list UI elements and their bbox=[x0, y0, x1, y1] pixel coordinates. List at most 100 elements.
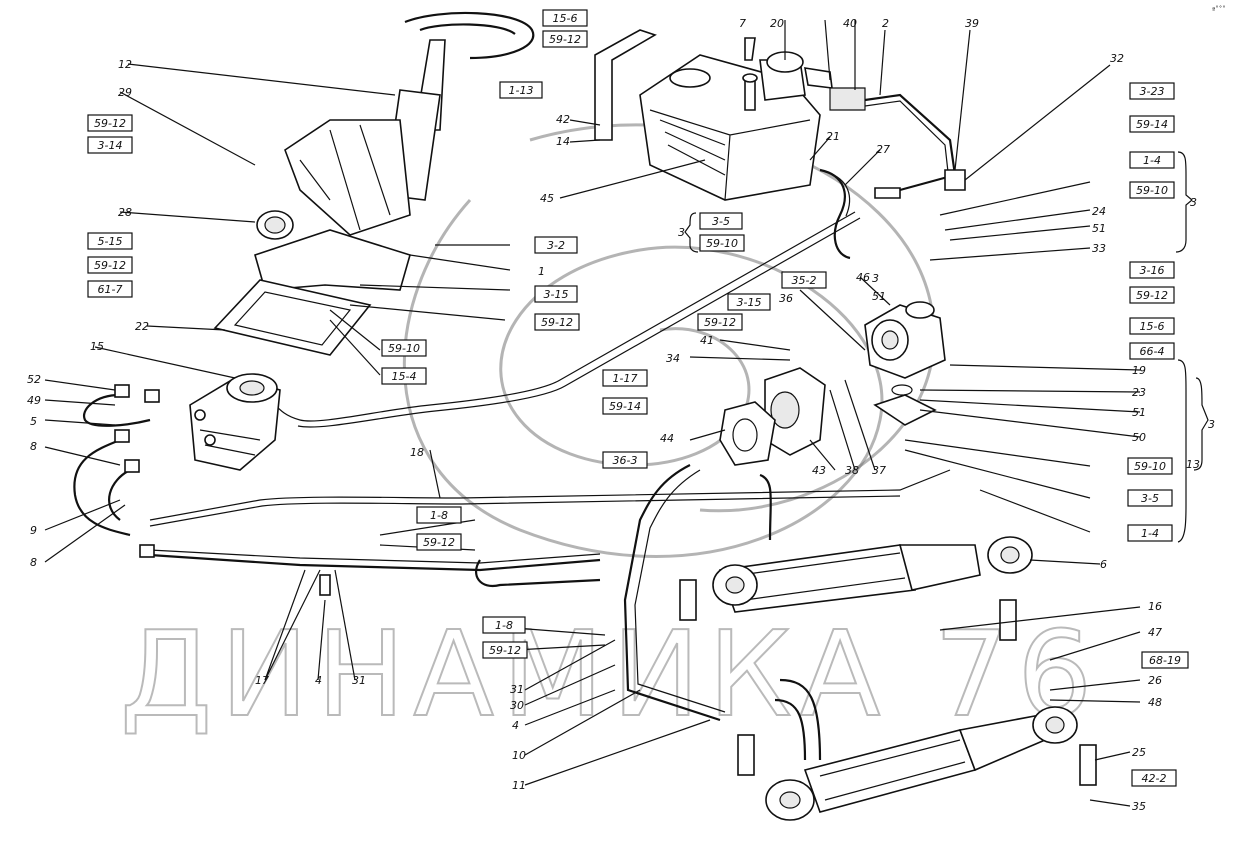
svg-text:8: 8 bbox=[30, 556, 37, 569]
ref-box-1-4-a: 1-4 bbox=[1129, 151, 1175, 169]
svg-text:18: 18 bbox=[410, 446, 424, 459]
svg-text:59-12: 59-12 bbox=[94, 117, 126, 130]
svg-text:61-7: 61-7 bbox=[98, 283, 123, 296]
svg-text:59-10: 59-10 bbox=[706, 237, 738, 250]
svg-text:3: 3 bbox=[1208, 418, 1215, 431]
svg-text:19: 19 bbox=[1132, 364, 1146, 377]
svg-text:36: 36 bbox=[779, 292, 793, 305]
svg-text:3-15: 3-15 bbox=[737, 296, 762, 309]
svg-text:1-4: 1-4 bbox=[1141, 527, 1159, 540]
svg-text:48: 48 bbox=[1148, 696, 1162, 709]
svg-text:1-13: 1-13 bbox=[509, 84, 534, 97]
ref-box-1-13: 1-13 bbox=[499, 81, 543, 99]
ref-box-59-10-b: 59-10 bbox=[699, 234, 745, 252]
ref-box-59-12-left: 59-12 bbox=[87, 114, 133, 132]
svg-text:52: 52 bbox=[27, 373, 41, 386]
fitting-4 bbox=[679, 579, 697, 621]
svg-text:51: 51 bbox=[1092, 222, 1106, 235]
svg-text:3: 3 bbox=[872, 272, 879, 285]
svg-text:7: 7 bbox=[739, 17, 746, 30]
fitting-25 bbox=[1079, 744, 1097, 786]
svg-text:3: 3 bbox=[678, 226, 685, 239]
ref-box-1-17: 1-17 bbox=[602, 369, 648, 387]
svg-text:59-12: 59-12 bbox=[549, 33, 581, 46]
svg-text:1: 1 bbox=[538, 265, 545, 278]
svg-text:36-3: 36-3 bbox=[613, 454, 638, 467]
hose-lines-left bbox=[73, 384, 601, 588]
svg-text:6: 6 bbox=[1100, 558, 1107, 571]
svg-text:17: 17 bbox=[255, 674, 269, 687]
return-pipe-27 bbox=[269, 211, 856, 422]
ref-box-36-3: 36-3 bbox=[602, 451, 648, 469]
corner-mark: ª˚˚˚ bbox=[1212, 6, 1226, 14]
svg-text:3: 3 bbox=[1190, 196, 1197, 209]
cylinder-pipes bbox=[319, 464, 1097, 786]
svg-text:38: 38 bbox=[845, 464, 859, 477]
svg-text:42-2: 42-2 bbox=[1142, 772, 1167, 785]
ref-box-59-10-a: 59-10 bbox=[381, 339, 427, 357]
svg-text:4: 4 bbox=[512, 719, 519, 732]
steering-column bbox=[254, 11, 535, 291]
svg-text:24: 24 bbox=[1092, 205, 1106, 218]
svg-text:59-12: 59-12 bbox=[541, 316, 573, 329]
svg-text:45: 45 bbox=[540, 192, 554, 205]
oil-tank bbox=[594, 29, 821, 201]
ref-box-15-6-b: 15-6 bbox=[1129, 317, 1175, 335]
svg-text:3-23: 3-23 bbox=[1140, 85, 1165, 98]
ref-box-59-14-a: 59-14 bbox=[602, 397, 648, 415]
ref-box-1-8-b: 1-8 bbox=[482, 616, 526, 634]
svg-text:15-6: 15-6 bbox=[553, 12, 578, 25]
svg-text:28: 28 bbox=[118, 206, 132, 219]
gasket-22 bbox=[213, 279, 372, 356]
valve-plate-50 bbox=[873, 394, 937, 426]
ref-box-1-8-a: 1-8 bbox=[416, 506, 462, 524]
svg-text:39: 39 bbox=[965, 17, 979, 30]
pump-46 bbox=[864, 301, 946, 379]
braces bbox=[684, 151, 1209, 543]
ref-box-59-10-d: 59-10 bbox=[1127, 457, 1173, 475]
svg-text:3-2: 3-2 bbox=[547, 239, 565, 252]
svg-text:29: 29 bbox=[118, 86, 132, 99]
svg-text:37: 37 bbox=[872, 464, 886, 477]
svg-text:44: 44 bbox=[660, 432, 674, 445]
ref-box-5-15: 5-15 bbox=[87, 232, 133, 250]
svg-text:20: 20 bbox=[770, 17, 784, 30]
svg-text:3-15: 3-15 bbox=[544, 288, 569, 301]
svg-text:66-4: 66-4 bbox=[1140, 345, 1165, 358]
svg-text:31: 31 bbox=[510, 683, 524, 696]
ref-box-3-5-a: 3-5 bbox=[699, 212, 743, 230]
ref-box-3-15: 3-15 bbox=[534, 285, 578, 303]
svg-text:1-17: 1-17 bbox=[613, 372, 638, 385]
ref-box-3-2: 3-2 bbox=[534, 236, 578, 254]
ref-box-59-12-d: 59-12 bbox=[697, 313, 743, 331]
tank-pipes bbox=[804, 67, 966, 260]
svg-text:59-12: 59-12 bbox=[423, 536, 455, 549]
svg-text:34: 34 bbox=[666, 352, 680, 365]
pipe-18 bbox=[149, 469, 951, 521]
ref-box-66-4: 66-4 bbox=[1129, 342, 1175, 360]
ref-box-59-12-e: 59-12 bbox=[416, 533, 462, 551]
ref-box-68-19: 68-19 bbox=[1141, 651, 1189, 669]
svg-text:31: 31 bbox=[352, 674, 366, 687]
svg-text:51: 51 bbox=[872, 290, 886, 303]
svg-text:3-5: 3-5 bbox=[712, 215, 730, 228]
svg-text:1-8: 1-8 bbox=[430, 509, 448, 522]
svg-text:21: 21 bbox=[826, 130, 840, 143]
svg-text:15-4: 15-4 bbox=[392, 370, 417, 383]
ref-box-3-5-b: 3-5 bbox=[1127, 489, 1173, 507]
cylinder-upper bbox=[712, 536, 1033, 613]
svg-text:3-5: 3-5 bbox=[1141, 492, 1159, 505]
svg-text:26: 26 bbox=[1148, 674, 1162, 687]
svg-text:33: 33 bbox=[1092, 242, 1106, 255]
svg-text:5: 5 bbox=[30, 415, 37, 428]
part-numbers: 7 20 40 2 39 32 42 14 21 27 45 12 29 28 … bbox=[27, 17, 1215, 813]
svg-text:5-15: 5-15 bbox=[98, 235, 123, 248]
svg-text:30: 30 bbox=[510, 699, 524, 712]
svg-text:59-12: 59-12 bbox=[1136, 289, 1168, 302]
svg-text:3-14: 3-14 bbox=[98, 139, 123, 152]
svg-text:59-14: 59-14 bbox=[609, 400, 641, 413]
svg-text:59-14: 59-14 bbox=[1136, 118, 1168, 131]
ref-box-59-12-top: 59-12 bbox=[542, 30, 588, 48]
svg-text:59-10: 59-10 bbox=[1134, 460, 1166, 473]
ref-box-59-14-b: 59-14 bbox=[1129, 115, 1175, 133]
